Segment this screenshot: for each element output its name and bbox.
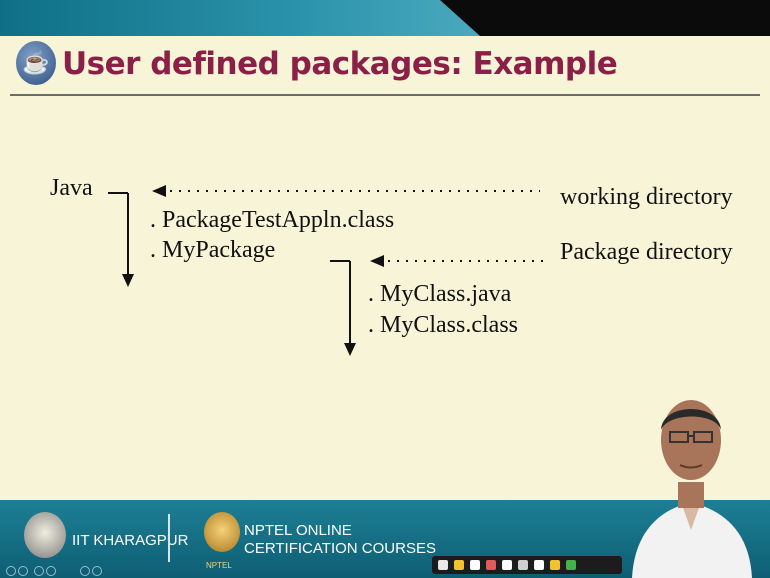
slide-title: User defined packages: Example [62, 46, 618, 82]
color-tool-icon[interactable] [566, 560, 576, 570]
slide-top-bar [0, 0, 770, 36]
package-item-myclass-java: . MyClass.java [368, 281, 512, 307]
shapes-tool-icon[interactable] [518, 560, 528, 570]
tree-connectors [108, 185, 545, 356]
package-directory-label: Package directory [560, 239, 733, 265]
nav-prev-icon[interactable] [6, 566, 16, 576]
nav-first-icon[interactable] [34, 566, 44, 576]
footer-separator [168, 514, 170, 562]
tree-root-java: Java [50, 175, 93, 201]
slide-content: Java . PackageTestAppln.class . MyPackag… [0, 96, 770, 500]
tree-item-packagetestappln: . PackageTestAppln.class [150, 207, 395, 233]
root-tree-arrow [108, 192, 134, 287]
tree-item-mypackage: . MyPackage [150, 237, 276, 263]
footer-nptel-line1: NPTEL ONLINE [244, 522, 352, 539]
nav-forward-icon[interactable] [92, 566, 102, 576]
footer-nptel-line2: CERTIFICATION COURSES [244, 540, 436, 557]
iit-kharagpur-logo-icon [24, 512, 66, 558]
java-cup-icon: ☕ [16, 41, 56, 85]
presenter-video [632, 400, 752, 578]
dark-header-band [440, 0, 770, 36]
text-tool-icon[interactable] [534, 560, 544, 570]
pointer-tool-icon[interactable] [438, 560, 448, 570]
nptel-logo-icon [204, 512, 240, 552]
highlighter-tool-icon[interactable] [470, 560, 480, 570]
nav-back-icon[interactable] [80, 566, 90, 576]
footer-institute: IIT KHARAGPUR [72, 532, 189, 549]
nptel-logo-text: NPTEL [206, 561, 232, 570]
nav-next-icon[interactable] [18, 566, 28, 576]
marker-tool-icon[interactable] [550, 560, 560, 570]
package-directory-pointer [370, 255, 545, 267]
annotation-toolbar [432, 556, 622, 574]
title-area [0, 36, 770, 94]
working-directory-label: working directory [560, 184, 733, 210]
laser-tool-icon[interactable] [502, 560, 512, 570]
working-directory-pointer [152, 185, 540, 197]
package-tree-arrow [330, 260, 356, 356]
package-item-myclass-class: . MyClass.class [368, 312, 518, 338]
nav-last-icon[interactable] [46, 566, 56, 576]
title-divider [10, 94, 760, 96]
pen-tool-icon[interactable] [454, 560, 464, 570]
eraser-tool-icon[interactable] [486, 560, 496, 570]
